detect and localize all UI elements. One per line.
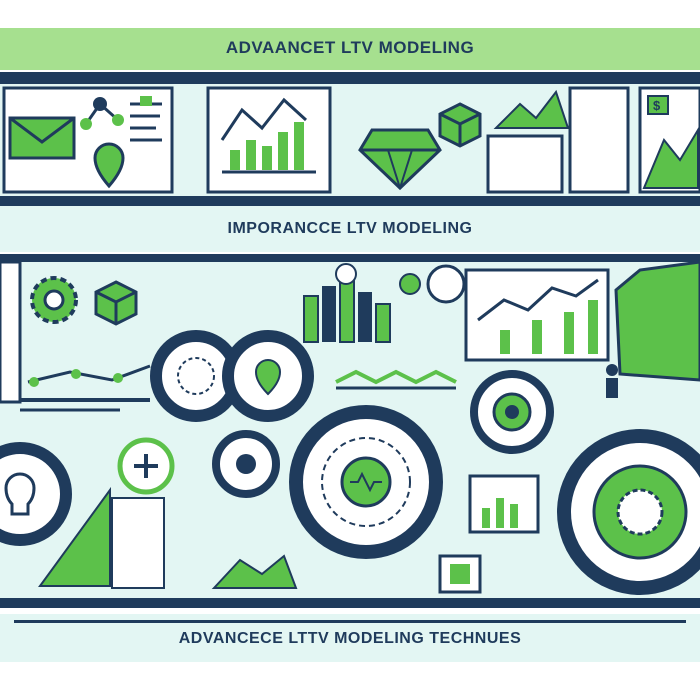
- middle-banner-title: IMPORANCCE LTV MODELING: [227, 220, 473, 237]
- top-banner: [0, 28, 700, 70]
- top-strip-inner: [0, 84, 700, 196]
- top-banner-title: ADVAANCET LTV MODELING: [225, 38, 475, 57]
- bottom-banner-title: ADVANCECE LTTV MODELING TECHNUES: [178, 630, 522, 647]
- middle-banner: [0, 206, 700, 252]
- main-illustration-inner: [0, 262, 700, 598]
- bottom-banner-rule: [14, 620, 686, 623]
